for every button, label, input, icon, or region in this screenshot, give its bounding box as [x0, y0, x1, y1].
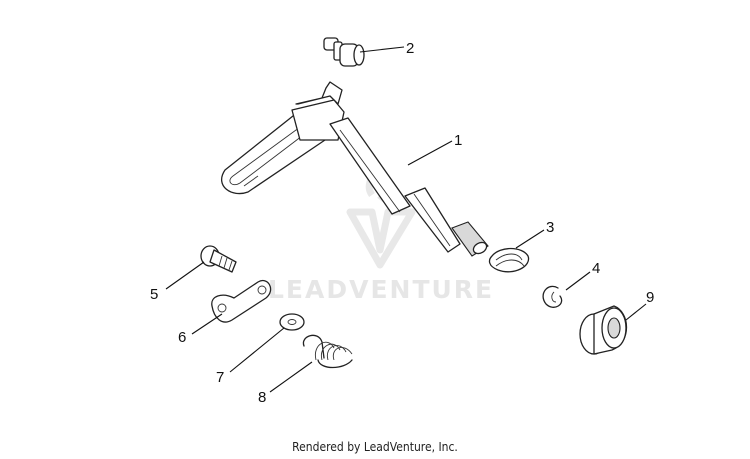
- footer-credit: Rendered by LeadVenture, Inc.: [292, 440, 458, 454]
- callout-7: 7: [216, 369, 224, 386]
- callout-5: 5: [150, 286, 158, 303]
- callout-2: 2: [406, 40, 414, 57]
- leader-2: [359, 46, 405, 53]
- leader-7: [229, 327, 285, 373]
- callout-4: 4: [592, 260, 600, 277]
- part-5-bolt[interactable]: [200, 245, 237, 273]
- part-2-pin[interactable]: [323, 37, 365, 67]
- part-9-bearing[interactable]: [579, 305, 627, 355]
- watermark-logo: [346, 208, 416, 269]
- part-8-coil-spring[interactable]: [302, 334, 353, 369]
- part-6-lever[interactable]: [211, 279, 272, 323]
- callout-1: 1: [454, 132, 462, 149]
- leader-lines: [165, 46, 647, 393]
- part-4-circlip[interactable]: [542, 285, 563, 308]
- part-1-shift-shaft[interactable]: [221, 81, 489, 257]
- part-7-washer[interactable]: [279, 313, 305, 331]
- leader-4: [565, 271, 591, 291]
- part-3-spring[interactable]: [488, 247, 530, 273]
- callout-6: 6: [178, 329, 186, 346]
- leader-6: [191, 313, 223, 335]
- leader-1: [407, 140, 453, 166]
- leader-9: [625, 303, 647, 321]
- callout-labels: 2 1 3 4 9 5 6 7 8: [150, 40, 654, 406]
- callout-8: 8: [258, 389, 266, 406]
- leader-8: [269, 361, 313, 393]
- leader-5: [165, 261, 205, 290]
- callout-3: 3: [546, 219, 554, 236]
- watermark-text: LEADVENTURE: [268, 275, 494, 304]
- callout-9: 9: [646, 289, 654, 306]
- leader-3: [515, 229, 545, 249]
- watermark: LEADVENTURE: [268, 162, 494, 304]
